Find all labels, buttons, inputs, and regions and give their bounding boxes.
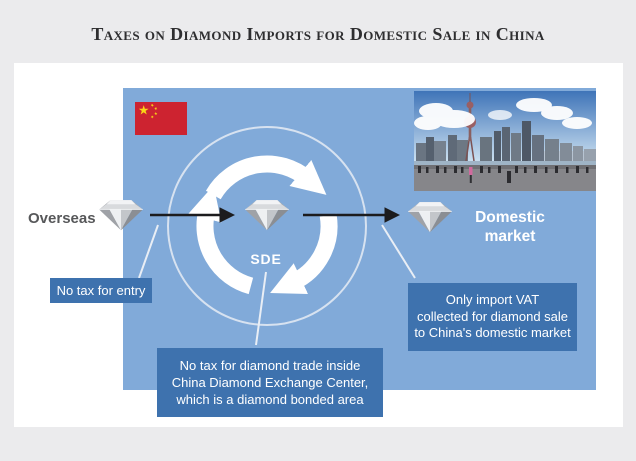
callout-no-tax-entry: No tax for entry [50,278,152,303]
diamond-icon [245,200,289,231]
callout-sde-no-tax: No tax for diamond trade inside China Di… [157,348,383,417]
shanghai-skyline-photo [414,91,596,191]
callout-import-vat: Only import VAT collected for diamond sa… [408,283,577,351]
sde-label: SDE [250,251,282,267]
china-flag-icon [135,102,187,135]
cycle-arrows-icon [188,155,338,295]
sde-circle-ring [167,126,367,326]
domestic-market-label: Domestic market [475,209,545,245]
page-title: Taxes on Diamond Imports for Domestic Sa… [91,24,545,44]
overseas-label: Overseas [28,210,96,227]
diagram-graphics [99,91,596,346]
callout-pointer-lines [138,224,416,346]
diagram-panel: Overseas Domestic market SDE No tax for … [14,63,623,427]
